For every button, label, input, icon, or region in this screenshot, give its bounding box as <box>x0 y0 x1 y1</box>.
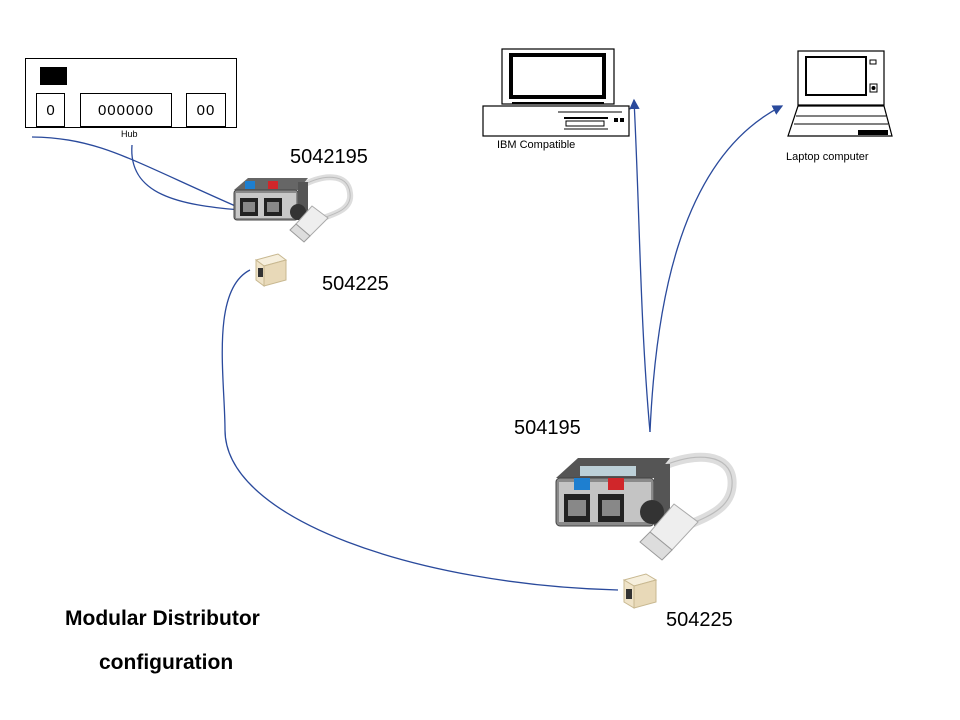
hub-port-center-text: 000000 <box>97 101 155 119</box>
hub-cable-right <box>131 144 241 211</box>
coupler-to-coupler-cable <box>221 269 619 591</box>
coupler-bottom-icon <box>622 573 658 609</box>
distributor-bottom-part-number: 504195 <box>514 417 581 439</box>
desktop-label: IBM Compatible <box>497 139 576 151</box>
laptop-computer-icon <box>787 50 893 137</box>
desktop-computer-icon <box>482 48 630 137</box>
laptop-label: Laptop computer <box>786 151 869 163</box>
hub-cable-left <box>31 136 241 209</box>
cable-to-desktop <box>629 98 651 433</box>
hub-port-right: 00 <box>186 93 226 127</box>
distributor-bottom-icon <box>555 452 737 561</box>
hub: 0 000000 00 <box>25 58 237 128</box>
caption-line-2: configuration <box>99 651 234 674</box>
hub-status-block <box>40 67 67 85</box>
cable-to-laptop <box>649 105 784 433</box>
coupler-top-icon <box>254 253 288 287</box>
hub-port-right-text: 00 <box>196 101 216 119</box>
coupler-top-part-number: 504225 <box>322 273 389 295</box>
distributor-top-icon <box>233 174 354 243</box>
caption-line-1: Modular Distributor <box>65 607 260 630</box>
hub-port-left-text: 0 <box>46 101 55 119</box>
distributor-top-part-number: 5042195 <box>290 146 368 168</box>
hub-port-left: 0 <box>36 93 65 127</box>
hub-port-center: 000000 <box>80 93 172 127</box>
hub-label: Hub <box>121 129 138 139</box>
coupler-bottom-part-number: 504225 <box>666 609 733 631</box>
